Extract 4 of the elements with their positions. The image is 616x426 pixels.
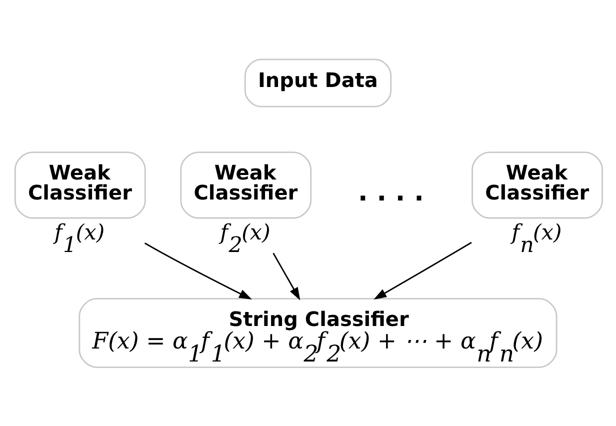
arrow [272, 252, 300, 300]
arrow [144, 242, 252, 300]
label: · · · · [358, 184, 424, 214]
arrow [374, 242, 472, 300]
